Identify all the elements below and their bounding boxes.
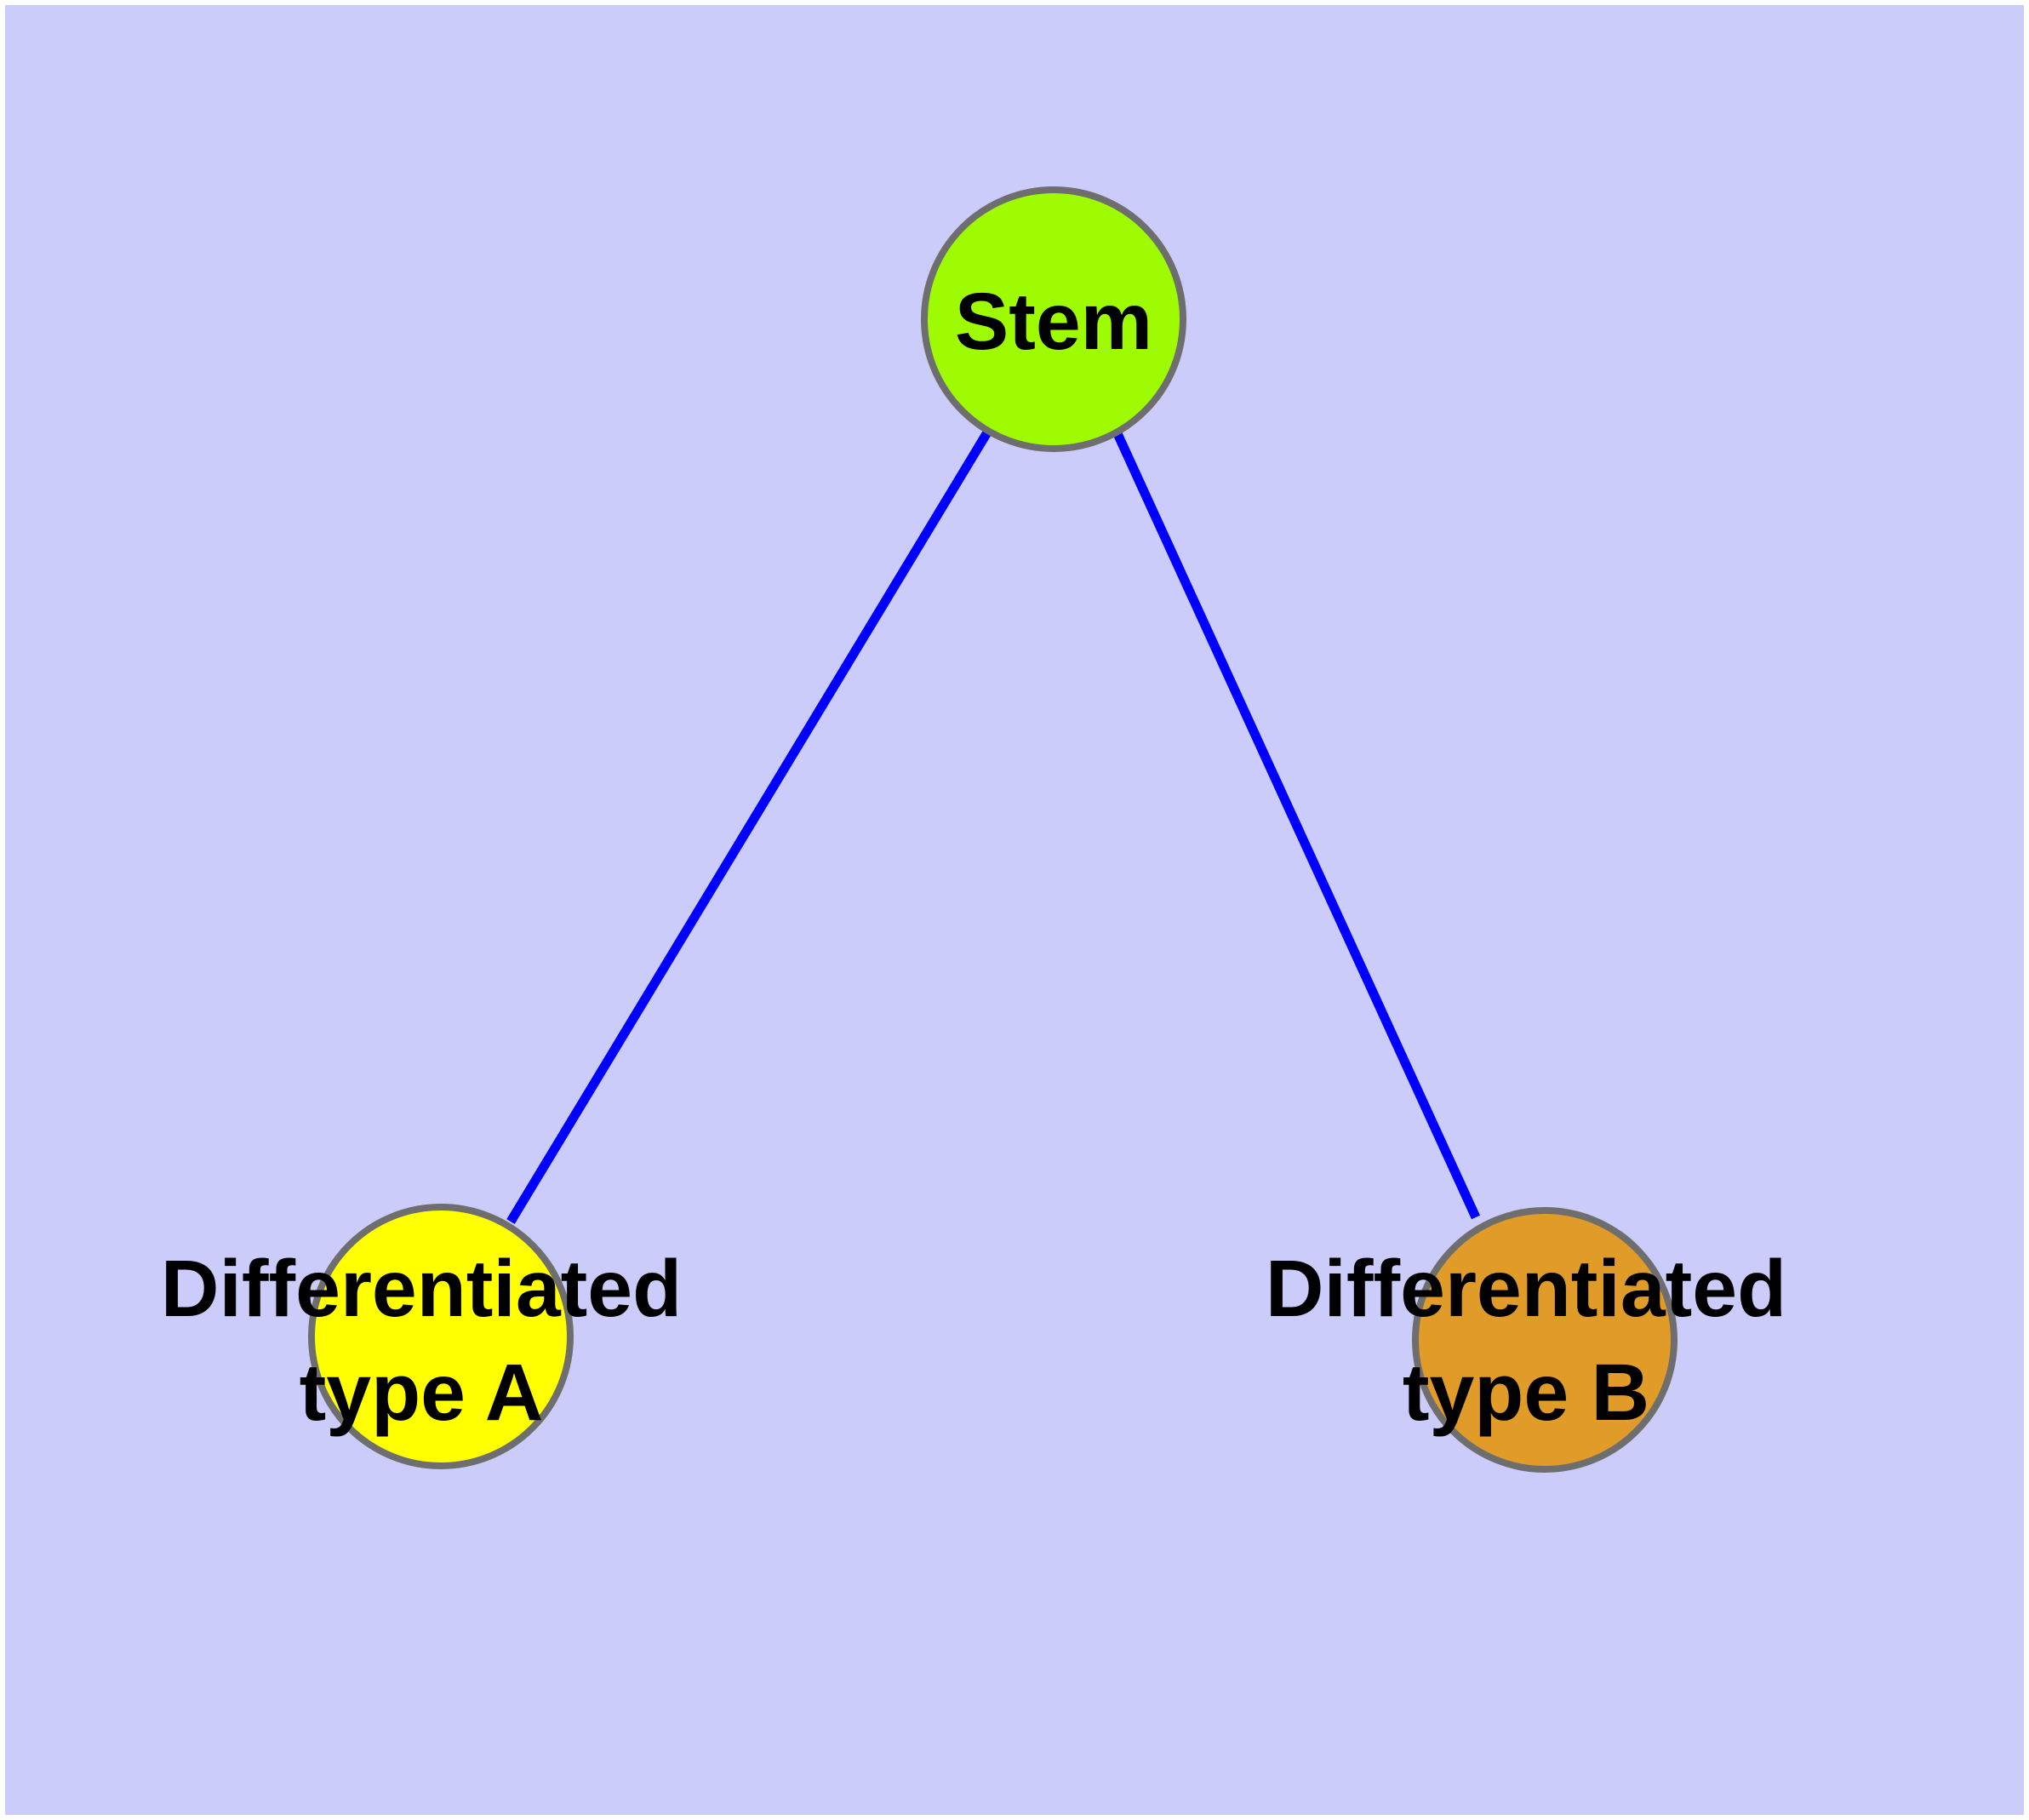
- edge-stem-to-diff-a[interactable]: [506, 430, 992, 1224]
- node-diff_b[interactable]: Differentiated type B: [1266, 1207, 1786, 1473]
- node-stem[interactable]: Stem: [921, 186, 1186, 452]
- edges-group: [506, 427, 1481, 1224]
- node-circle-diff_a[interactable]: [308, 1204, 574, 1469]
- node-label-line: Differentiated: [161, 1244, 682, 1334]
- node-label-diff_b: Differentiated type B: [1266, 1244, 1786, 1438]
- node-label-line: Differentiated: [1266, 1244, 1786, 1334]
- node-label-diff_a: Differentiated type A: [161, 1244, 682, 1438]
- node-diff_a[interactable]: Differentiated type A: [161, 1204, 682, 1469]
- node-circle-stem[interactable]: [921, 186, 1186, 452]
- edge-stem-to-diff-b[interactable]: [1111, 427, 1481, 1220]
- node-label-line: type B: [1403, 1348, 1649, 1438]
- node-label-stem: Stem: [955, 277, 1152, 367]
- node-circle-diff_b[interactable]: [1412, 1207, 1677, 1473]
- node-label-line: Stem: [955, 277, 1152, 367]
- node-label-line: type A: [300, 1348, 544, 1438]
